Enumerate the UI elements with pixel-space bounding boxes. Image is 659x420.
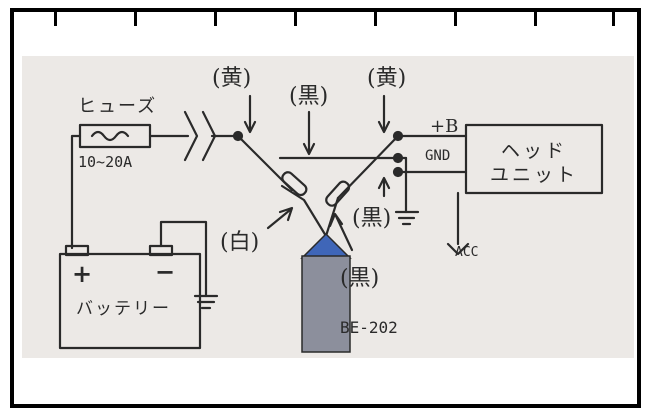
arrow-head xyxy=(377,120,391,134)
frame-tick xyxy=(294,12,297,26)
arrow-head xyxy=(278,206,294,222)
arrow-head xyxy=(377,176,391,190)
ground-symbol-mid xyxy=(394,210,420,226)
arrow-black-low xyxy=(334,214,354,252)
white-wire-label: (白) xyxy=(220,230,260,255)
wire-battery-ground xyxy=(159,220,208,298)
wire-break-left xyxy=(183,110,199,162)
head-unit-label-line1: ヘッド xyxy=(500,140,567,162)
battery-label: バッテリー xyxy=(76,299,171,319)
arrow-white xyxy=(266,208,292,230)
fuse-element xyxy=(90,130,130,142)
splice-connector-left xyxy=(281,171,308,197)
head-unit-box xyxy=(464,123,604,195)
arrow-head xyxy=(328,212,344,228)
battery-plus-sign: + xyxy=(72,259,93,288)
frame-tick xyxy=(612,12,615,26)
frame-tick xyxy=(134,12,137,26)
device-model-label: BE-202 xyxy=(340,318,398,337)
yellow-wire-right-label: (黄) xyxy=(367,66,407,91)
gnd-label: GND xyxy=(425,148,451,164)
ground-symbol-battery xyxy=(193,294,219,310)
fuse-rating: 10~20A xyxy=(78,153,133,171)
battery-terminal-plus xyxy=(64,244,90,257)
frame-tick xyxy=(454,12,457,26)
arrow-head xyxy=(302,142,316,156)
black-wire-low-label: (黒) xyxy=(340,266,380,291)
fuse-label: ヒューズ xyxy=(78,96,158,117)
battery-minus-sign: − xyxy=(155,257,176,286)
black-wire-top-label: (黒) xyxy=(289,84,329,109)
yellow-wire-left-label: (黄) xyxy=(212,66,252,91)
plus-b-label: +B xyxy=(430,116,459,137)
splice-connector-right xyxy=(325,180,351,207)
head-unit-label-line2: ユニット xyxy=(489,163,578,186)
device-body xyxy=(301,255,351,353)
acc-symbol xyxy=(446,242,470,256)
acc-label: ACC xyxy=(455,245,479,260)
frame-tick xyxy=(214,12,217,26)
frame-tick xyxy=(54,12,57,26)
head-unit-label: ヘッド ユニット xyxy=(474,140,594,188)
wire-fuse-to-battery xyxy=(70,134,82,250)
black-wire-mid-label: (黒) xyxy=(352,206,392,231)
white-lead xyxy=(280,184,328,238)
arrow-head xyxy=(243,120,257,134)
frame-tick xyxy=(374,12,377,26)
yellow-wire-right xyxy=(336,134,400,200)
frame-tick xyxy=(534,12,537,26)
device-cap xyxy=(300,232,352,259)
